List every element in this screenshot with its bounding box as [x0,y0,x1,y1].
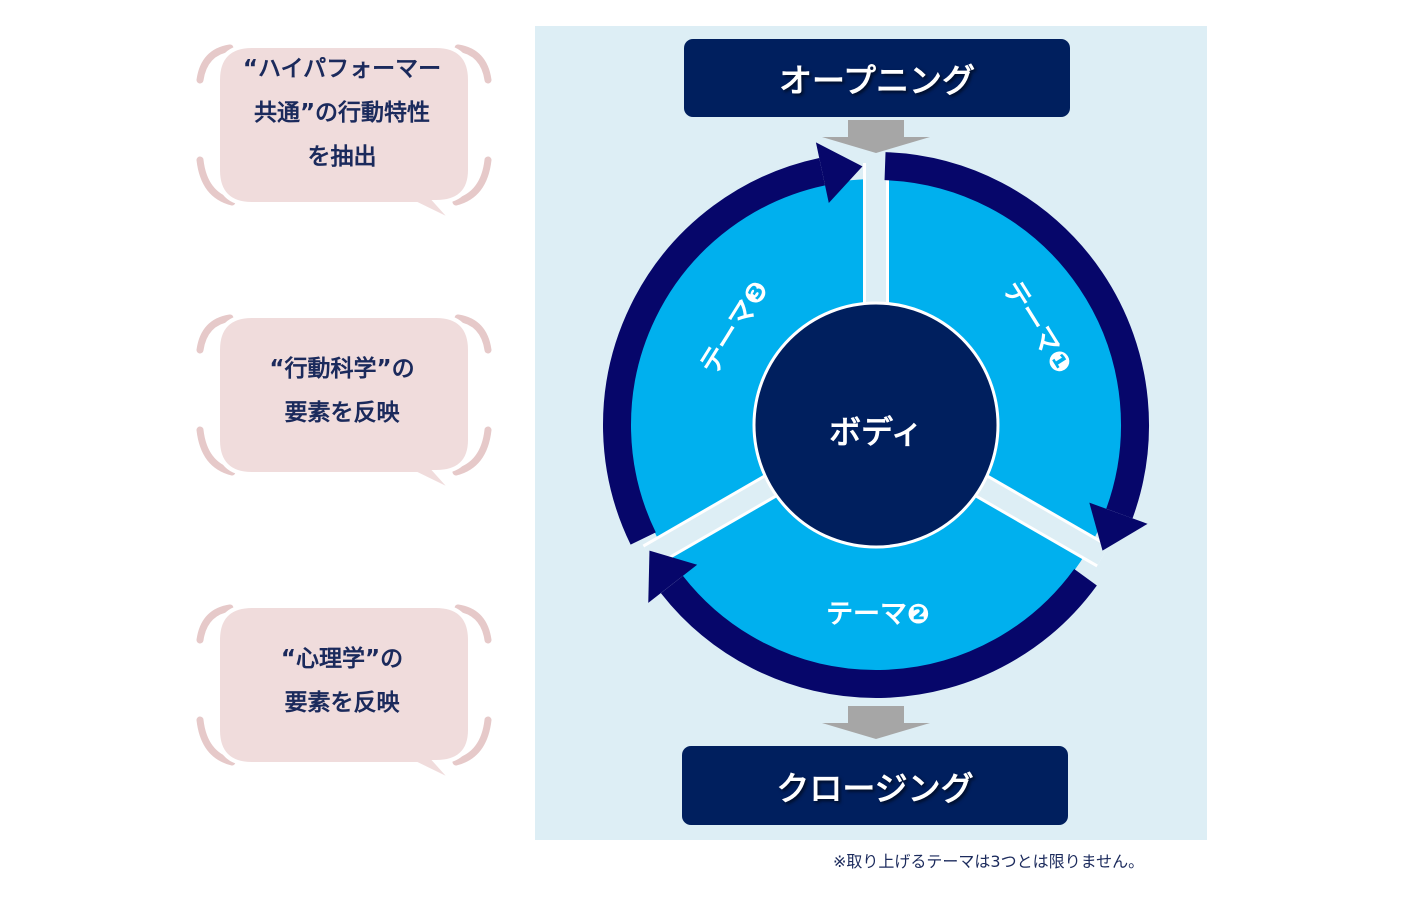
divider [973,475,1108,565]
bubble-bracket [196,314,492,476]
speech-bubble-psychology: “心理学”の要素を反映 [192,590,496,790]
bubble-bracket [196,44,492,206]
gray-arrow-bottom [822,706,930,739]
speech-bubble-shape [196,44,492,224]
bubble-body [216,604,472,784]
bubble-text-line: “ハイパフォーマー [242,55,442,82]
speech-bubble-behavioral-science: “行動科学”の要素を反映 [192,300,496,500]
bubble-body [216,314,472,494]
bubble-text-line: 要素を反映 [284,399,400,426]
cycle-arrowhead [815,142,863,203]
cycle-arrowhead [648,550,698,603]
bubble-text-line: “行動科学”の [269,355,415,382]
speech-bubble-shape [196,314,492,494]
bubble-text-line: 要素を反映 [284,689,400,716]
cycle-arrow-arc [603,157,826,545]
speech-bubble-shape [196,604,492,784]
body-circle [752,301,1000,549]
cycle-arrow-arc [884,152,1149,519]
cycle-arrow-arc [660,568,1097,698]
cycle-arrowhead [1089,502,1148,551]
body-label: ボディ [829,413,923,451]
bubble-text-line: を抽出 [307,143,377,170]
bubble-bracket [196,604,492,766]
closing-box: クロージング [682,746,1068,825]
bubble-text-line: 共通”の行動特性 [253,99,431,126]
bubble-text-line: “心理学”の [280,645,404,672]
footnote: ※取り上げるテーマは3つとは限りません。 [833,852,1145,871]
divider [644,475,779,565]
opening-box: オープニング [684,39,1070,117]
bubble-body [216,44,472,224]
gray-arrow-top [822,120,930,153]
theme-2-label: テーマ❷ [826,599,930,630]
speech-bubble-high-performer: “ハイパフォーマー共通”の行動特性を抽出 [192,30,496,230]
